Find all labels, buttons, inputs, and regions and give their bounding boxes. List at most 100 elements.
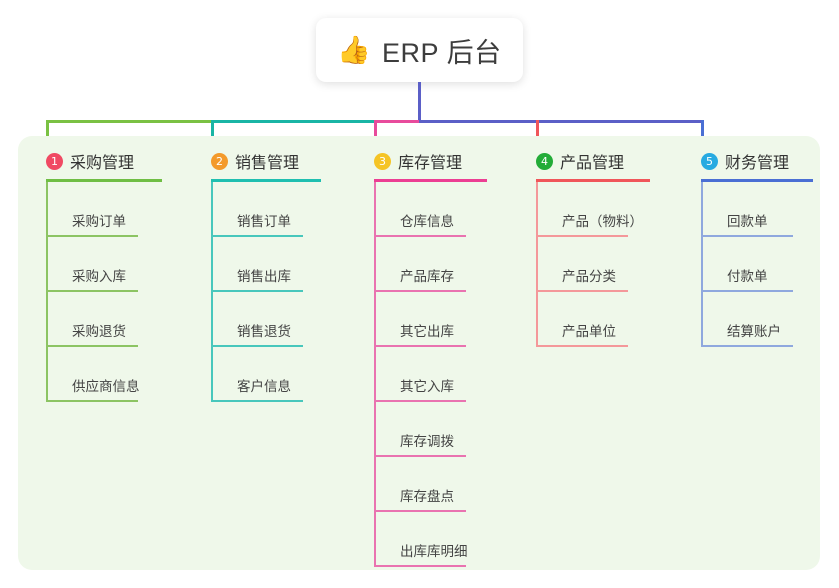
drop-5	[701, 120, 704, 146]
branch-leaf-rule	[536, 235, 628, 237]
branch-leaf-item[interactable]: 产品单位	[536, 292, 656, 347]
branch-leaf-rule	[374, 510, 466, 512]
branch-leaf-item[interactable]: 采购退货	[46, 292, 166, 347]
branch-header[interactable]: 5 财务管理	[697, 142, 813, 182]
branch-spine	[536, 182, 538, 347]
branch-leaf-rule	[211, 235, 303, 237]
branch-header-rule	[211, 179, 321, 182]
branch-leaf-rule	[46, 400, 138, 402]
branch-leaf-item[interactable]: 其它入库	[374, 347, 494, 402]
branch-leaf-rule	[46, 345, 138, 347]
branch-leaf-label: 采购退货	[72, 324, 126, 339]
branch-leaf-rule	[536, 345, 628, 347]
branch-spine	[374, 182, 376, 567]
branch-leaf-item[interactable]: 其它出库	[374, 292, 494, 347]
branch-leaf-rule	[374, 345, 466, 347]
branch-leaf-label: 产品分类	[562, 269, 616, 284]
branch-header-rule	[536, 179, 650, 182]
branch-leaf-rule	[46, 235, 138, 237]
branch-index-badge: 3	[374, 152, 391, 170]
branch-leaf-rule	[374, 455, 466, 457]
branch-leaf-rule	[374, 235, 466, 237]
branch-index-badge: 2	[211, 152, 228, 170]
branch-leaf-rule	[374, 400, 466, 402]
branch-leaf-item[interactable]: 仓库信息	[374, 182, 494, 237]
branch-leaf-item[interactable]: 客户信息	[211, 347, 331, 402]
branch-leaf-label: 库存调拨	[400, 434, 454, 449]
branch-leaf-label: 其它出库	[400, 324, 454, 339]
branch-header-rule	[46, 179, 162, 182]
branch-leaf-rule	[701, 235, 793, 237]
branch-leaf-rule	[536, 290, 628, 292]
branch-leaf-rule	[701, 345, 793, 347]
branch-header[interactable]: 2 销售管理	[207, 142, 321, 182]
branch-index-badge: 1	[46, 152, 63, 170]
branch-leaf-label: 采购入库	[72, 269, 126, 284]
branches-panel	[18, 136, 820, 570]
branch-title: 库存管理	[398, 155, 463, 172]
branch-leaf-item[interactable]: 付款单	[701, 237, 821, 292]
branch-leaf-item[interactable]: 销售出库	[211, 237, 331, 292]
branch-spine	[46, 182, 48, 402]
root-title: ERP 后台	[382, 37, 502, 68]
drop-1	[46, 120, 49, 146]
bus-segment-4	[419, 120, 704, 123]
branch-leaf-label: 结算账户	[727, 324, 781, 339]
bus-segment-3	[374, 120, 422, 123]
branch-spine	[211, 182, 213, 402]
branch-header[interactable]: 3 库存管理	[370, 142, 487, 182]
branch-leaf-rule	[374, 565, 466, 567]
branch-leaf-label: 产品库存	[400, 269, 454, 284]
root-node[interactable]: 👍 ERP 后台	[316, 18, 523, 82]
branch-index-badge: 4	[536, 152, 553, 170]
bus-segment-1	[46, 120, 214, 123]
branch-leaf-label: 客户信息	[237, 379, 291, 394]
drop-3	[374, 120, 377, 146]
branch-leaf-label: 销售出库	[237, 269, 291, 284]
branch-leaf-item[interactable]: 采购订单	[46, 182, 166, 237]
branch-leaf-label: 销售订单	[237, 214, 291, 229]
branch-leaf-item[interactable]: 结算账户	[701, 292, 821, 347]
branch-header-rule	[374, 179, 487, 182]
branch-leaf-item[interactable]: 库存盘点	[374, 457, 494, 512]
branch-spine	[701, 182, 703, 347]
branch-leaf-label: 产品（物料）	[562, 214, 643, 229]
root-stem	[418, 82, 421, 123]
branch-leaf-item[interactable]: 供应商信息	[46, 347, 166, 402]
branch-leaf-item[interactable]: 库存调拨	[374, 402, 494, 457]
branch-leaf-item[interactable]: 产品库存	[374, 237, 494, 292]
drop-4	[536, 120, 539, 146]
branch-column: 2 销售管理销售订单销售出库销售退货客户信息	[207, 142, 321, 402]
branch-leaf-item[interactable]: 产品（物料）	[536, 182, 656, 237]
branch-leaf-rule	[46, 290, 138, 292]
branch-title: 销售管理	[235, 155, 300, 172]
drop-2	[211, 120, 214, 146]
branch-leaf-label: 采购订单	[72, 214, 126, 229]
branch-leaf-label: 付款单	[727, 269, 768, 284]
branch-leaf-item[interactable]: 回款单	[701, 182, 821, 237]
branch-leaf-label: 销售退货	[237, 324, 291, 339]
branch-index-badge: 5	[701, 152, 718, 170]
branch-leaf-label: 回款单	[727, 214, 768, 229]
branch-leaf-rule	[374, 290, 466, 292]
branch-title: 财务管理	[725, 155, 790, 172]
branch-leaf-item[interactable]: 产品分类	[536, 237, 656, 292]
branch-leaf-rule	[211, 400, 303, 402]
branch-leaf-item[interactable]: 销售退货	[211, 292, 331, 347]
branch-leaf-item[interactable]: 采购入库	[46, 237, 166, 292]
thumbs-up-icon: 👍	[337, 34, 372, 65]
branch-leaf-item[interactable]: 销售订单	[211, 182, 331, 237]
branch-leaf-rule	[211, 345, 303, 347]
branch-leaf-label: 仓库信息	[400, 214, 454, 229]
branch-leaf-label: 库存盘点	[400, 489, 454, 504]
branch-leaf-item[interactable]: 出库库明细	[374, 512, 494, 567]
branch-leaf-label: 其它入库	[400, 379, 454, 394]
branch-header[interactable]: 1 采购管理	[42, 142, 162, 182]
branch-header-rule	[701, 179, 813, 182]
branch-leaf-rule	[211, 290, 303, 292]
branch-title: 采购管理	[70, 155, 135, 172]
